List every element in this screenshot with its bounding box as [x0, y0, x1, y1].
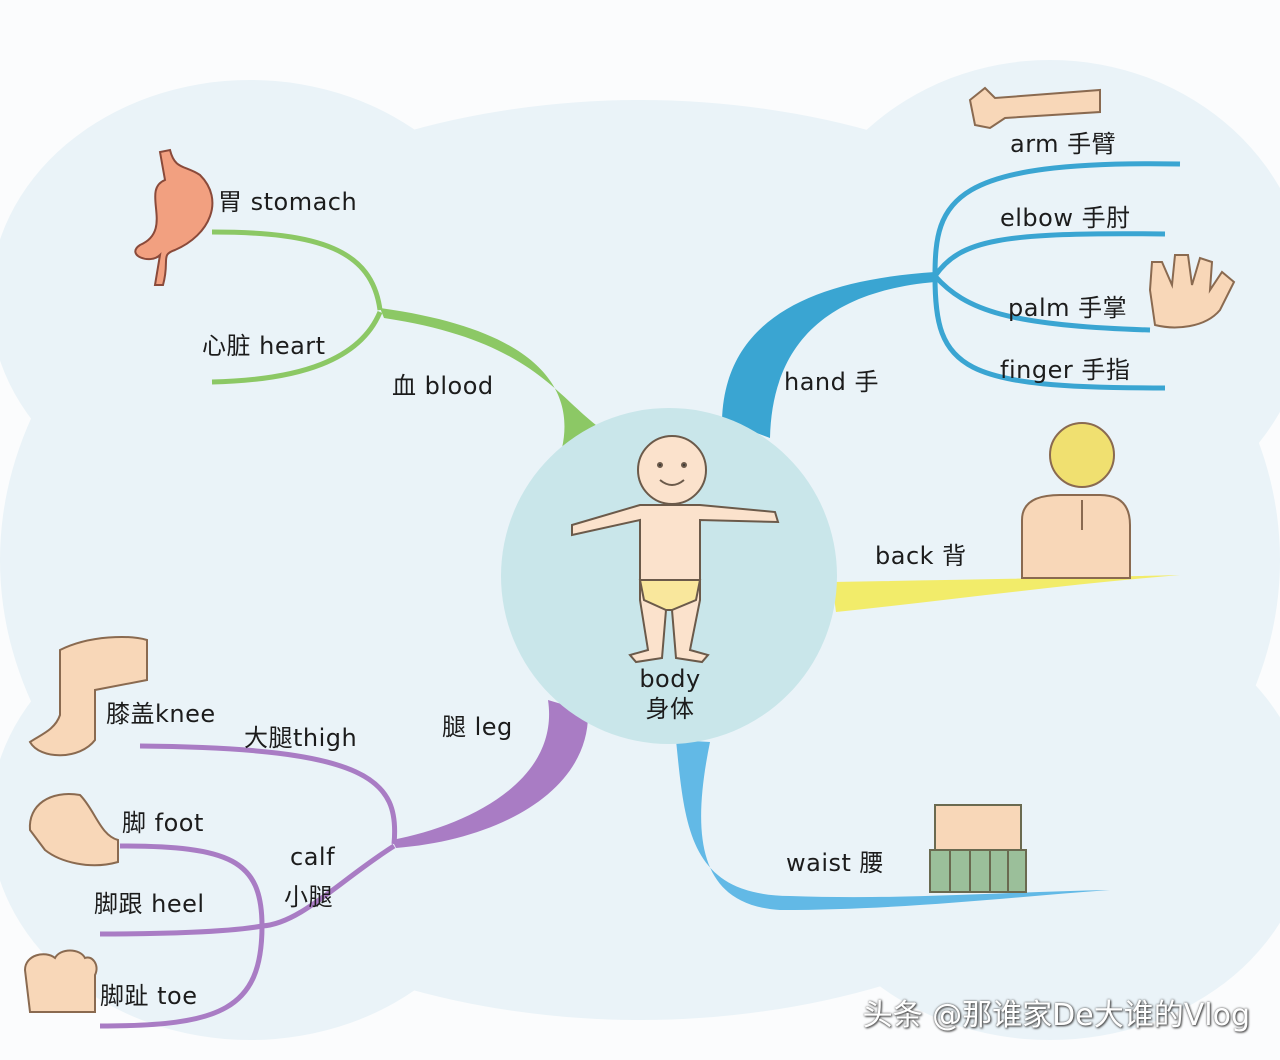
- branch-waist: [676, 740, 1110, 910]
- branch-stomach-line: [211, 229, 383, 311]
- branch-back: [832, 575, 1180, 612]
- branch-toe-line: [99, 925, 265, 1029]
- branch-palm-line: [933, 274, 1151, 333]
- branch-leg: [392, 700, 589, 848]
- label-thigh: 大腿thigh: [244, 724, 358, 752]
- branch-heel-line: [99, 923, 263, 937]
- branch-finger-line: [932, 275, 1166, 391]
- center-label: body 身体: [620, 664, 720, 724]
- label-finger: finger 手指: [1000, 356, 1131, 384]
- arm-icon: [968, 86, 1101, 130]
- label-leg: 腿 leg: [442, 713, 513, 741]
- label-waist: waist 腰: [786, 849, 885, 877]
- watermark: 头条 @那谁家De大谁的Vlog: [862, 998, 1250, 1033]
- label-foot: 脚 foot: [122, 809, 204, 837]
- center-label-en: body: [639, 665, 701, 693]
- branch-hand: [722, 272, 935, 438]
- toe-icon: [23, 949, 98, 1013]
- waist-icon: [929, 804, 1027, 893]
- label-back: back 背: [875, 542, 967, 570]
- label-palm: palm 手掌: [1008, 294, 1128, 322]
- label-blood: 血 blood: [392, 372, 494, 400]
- label-calf-zh: 小腿: [284, 883, 333, 911]
- branch-blood: [380, 308, 600, 448]
- label-knee: 膝盖knee: [106, 700, 216, 728]
- label-calf-en: calf: [290, 843, 336, 871]
- branch-foot-line: [119, 843, 265, 927]
- label-arm: arm 手臂: [1010, 130, 1117, 158]
- branch-knee-line: [139, 743, 398, 845]
- branch-blood-lines: [211, 229, 600, 448]
- foot-icon: [28, 793, 119, 867]
- label-heel: 脚跟 heel: [94, 890, 205, 918]
- branch-hand-lines: [722, 161, 1181, 438]
- palm-icon: [1148, 254, 1236, 329]
- label-stomach: 胃 stomach: [218, 188, 358, 216]
- stomach-icon: [134, 148, 214, 286]
- branch-arm-line: [932, 161, 1181, 277]
- branch-leg-lines: [99, 700, 589, 1029]
- label-elbow: elbow 手肘: [1000, 204, 1131, 232]
- label-toe: 脚趾 toe: [100, 982, 198, 1010]
- back-person-icon: [1021, 422, 1131, 579]
- body-figure-icon: [571, 435, 780, 664]
- label-hand: hand 手: [784, 368, 879, 396]
- branch-elbow-line: [932, 231, 1166, 278]
- branch-heart-line: [211, 311, 383, 385]
- branch-calf-line: [261, 843, 396, 929]
- center-label-zh: 身体: [645, 695, 695, 723]
- knee-icon: [28, 636, 148, 757]
- label-heart: 心脏 heart: [202, 332, 326, 360]
